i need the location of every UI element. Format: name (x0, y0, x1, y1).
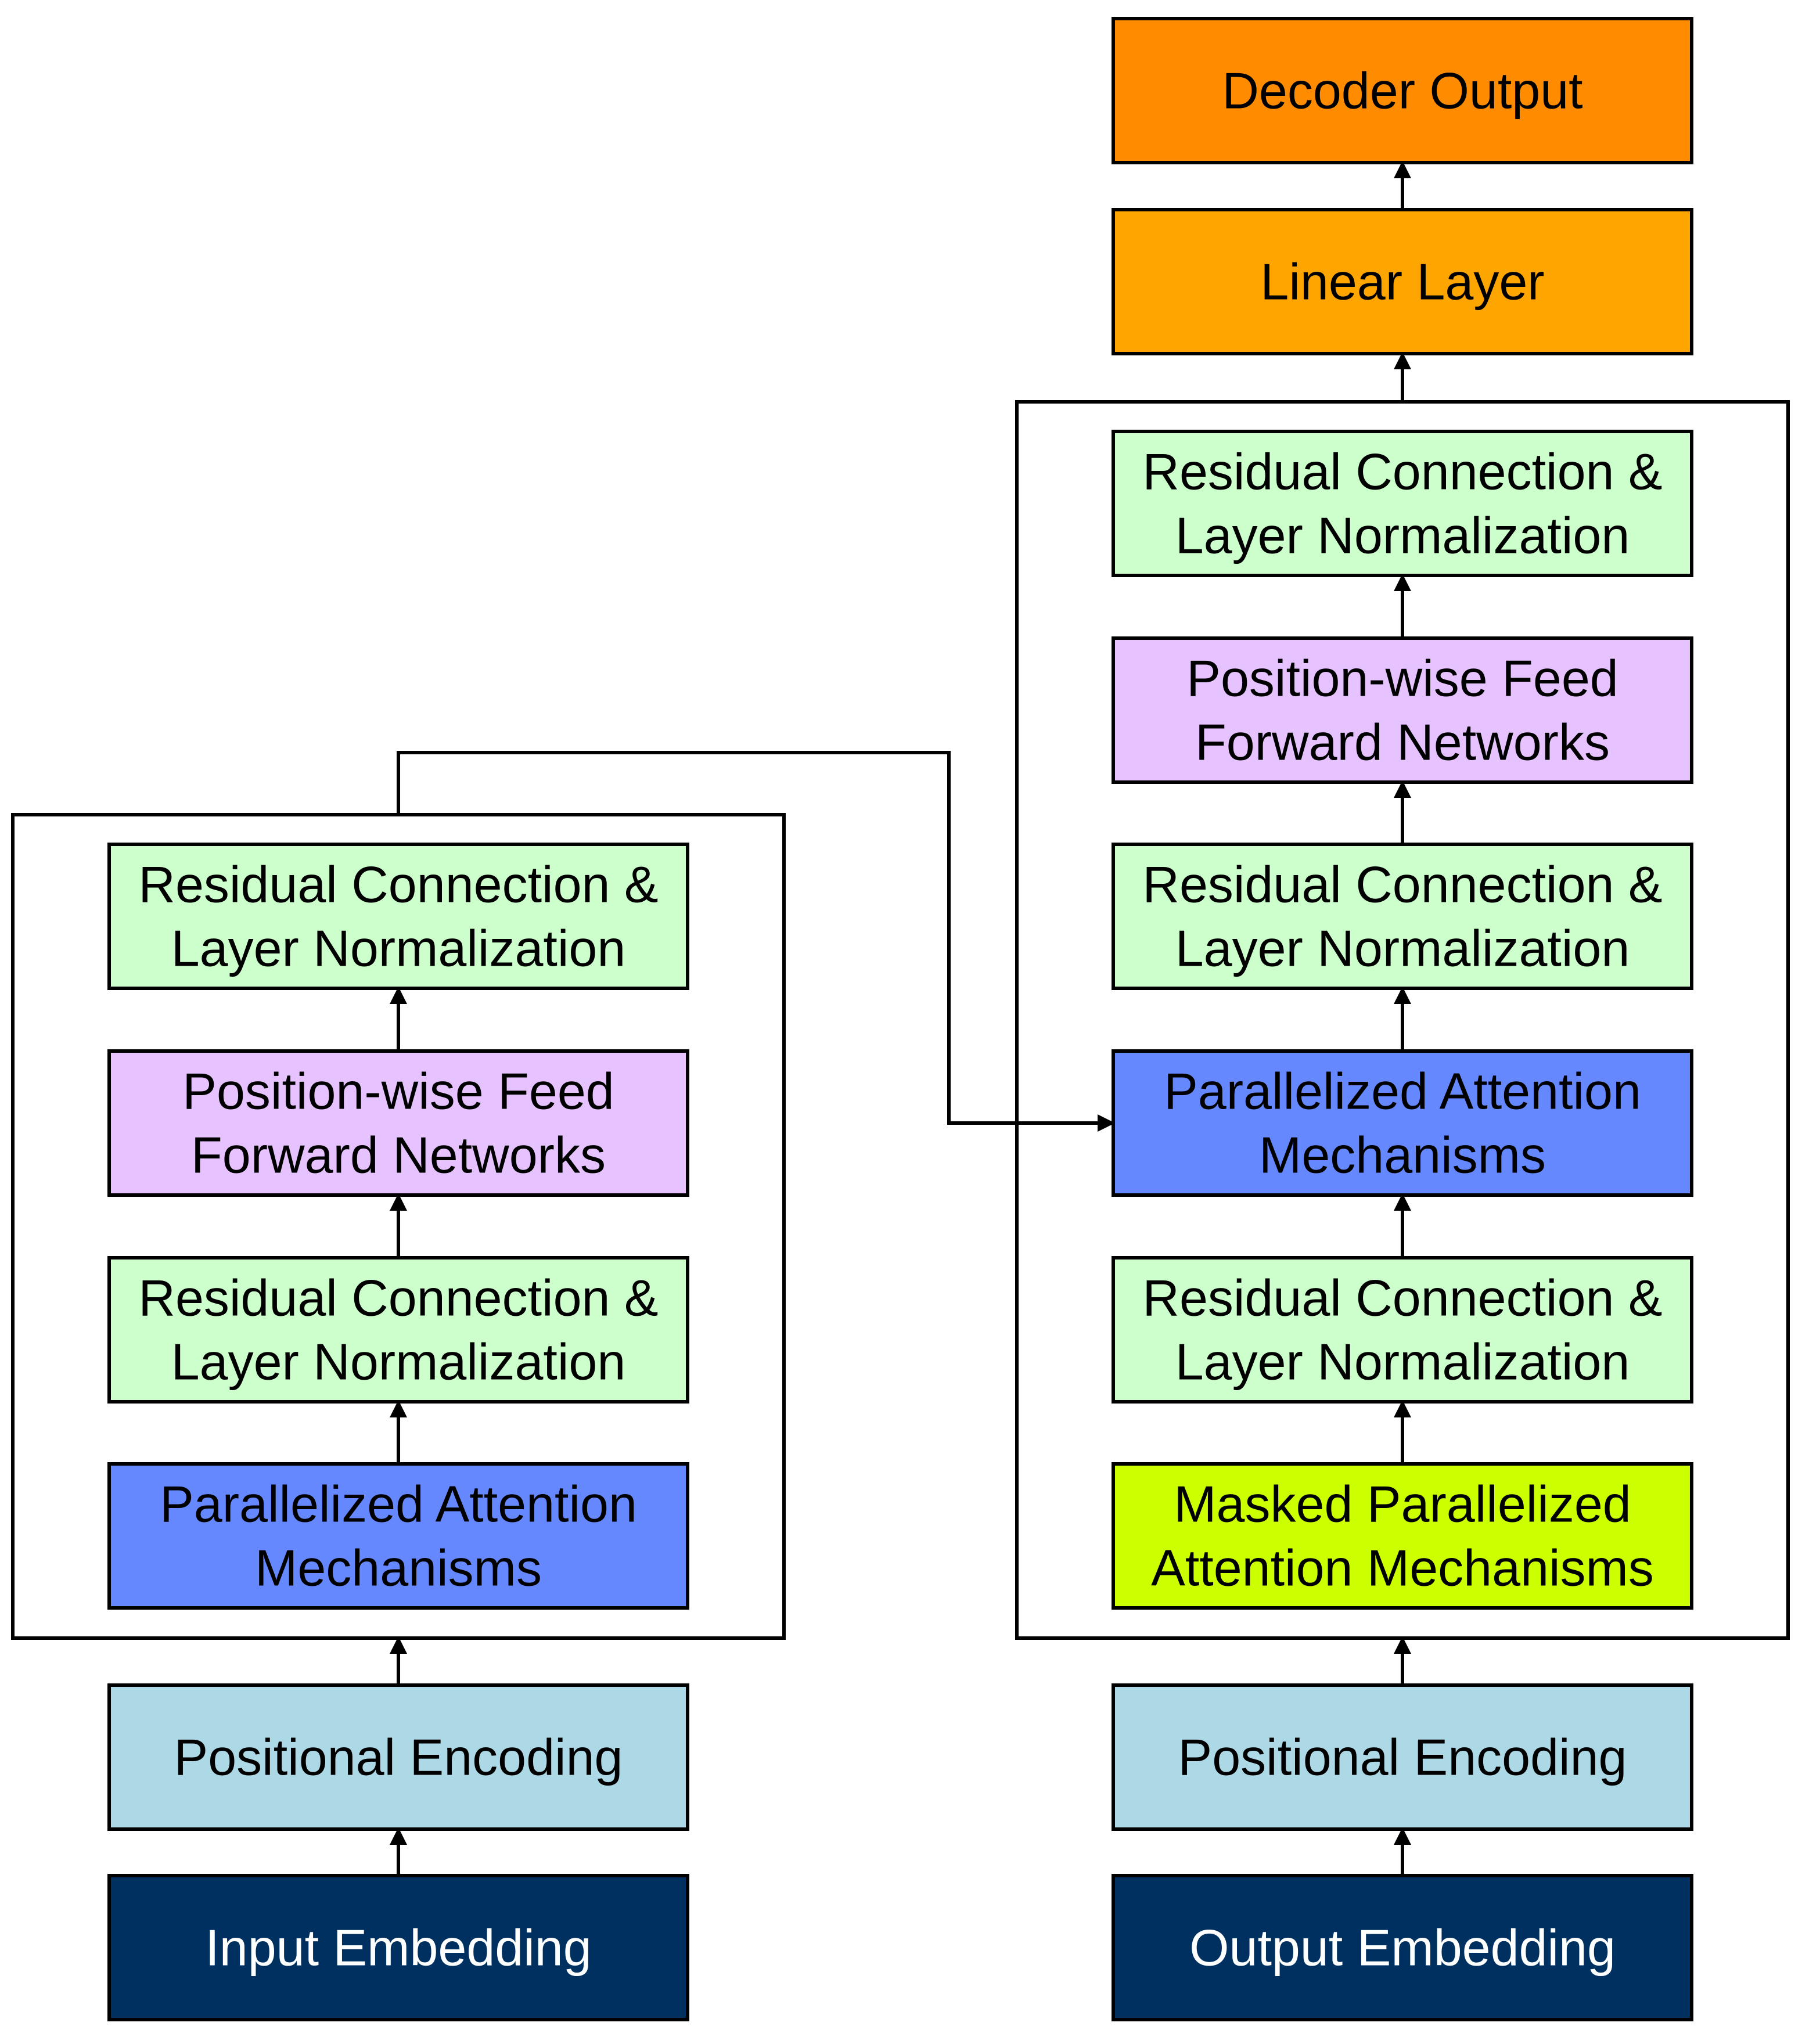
node-enc-residual-2: Residual Connection & Layer Normalization (107, 843, 689, 990)
node-dec-positional-encoding: Positional Encoding (1112, 1683, 1693, 1831)
node-label: Linear Layer (1260, 253, 1544, 311)
node-box (1112, 1683, 1693, 1831)
node-box (1112, 636, 1693, 784)
node-box (1112, 208, 1693, 355)
node-box (107, 843, 689, 990)
node-label: Layer Normalization (171, 1333, 626, 1391)
node-dec-residual-3: Residual Connection & Layer Normalization (1112, 430, 1693, 577)
node-label: Forward Networks (191, 1127, 606, 1184)
edge-encoder-block-to-dec-attention (397, 751, 1115, 1132)
node-label: Positional Encoding (1178, 1729, 1627, 1786)
node-label: Parallelized Attention (160, 1476, 637, 1533)
node-label: Residual Connection & (138, 1269, 658, 1327)
node-label: Decoder Output (1222, 62, 1582, 120)
node-label: Layer Normalization (1175, 507, 1630, 564)
node-label: Attention Mechanisms (1151, 1539, 1654, 1597)
node-label: Residual Connection & (1142, 1269, 1662, 1327)
node-dec-residual-2: Residual Connection & Layer Normalization (1112, 843, 1693, 990)
node-box (1112, 1049, 1693, 1197)
node-box (1112, 1462, 1693, 1610)
node-label: Positional Encoding (174, 1729, 623, 1786)
node-label: Forward Networks (1195, 714, 1610, 771)
node-label: Input Embedding (205, 1919, 591, 1977)
node-box (1112, 430, 1693, 577)
node-label: Mechanisms (255, 1539, 542, 1597)
node-box (1112, 1256, 1693, 1404)
node-enc-residual-1: Residual Connection & Layer Normalization (107, 1256, 689, 1404)
node-dec-residual-1: Residual Connection & Layer Normalization (1112, 1256, 1693, 1404)
node-label: Parallelized Attention (1164, 1063, 1641, 1120)
node-box (1112, 843, 1693, 990)
node-label: Layer Normalization (171, 920, 626, 977)
node-input-embedding: Input Embedding (107, 1874, 689, 2021)
node-label: Position-wise Feed (1186, 650, 1618, 707)
node-label: Output Embedding (1189, 1919, 1616, 1977)
node-label: Layer Normalization (1175, 920, 1630, 977)
node-box (1112, 17, 1693, 164)
node-box (107, 1462, 689, 1610)
node-output-embedding: Output Embedding (1112, 1874, 1693, 2021)
node-enc-positional-encoding: Positional Encoding (107, 1683, 689, 1831)
node-box (107, 1874, 689, 2021)
node-box (107, 1683, 689, 1831)
node-box (107, 1256, 689, 1404)
node-linear-layer: Linear Layer (1112, 208, 1693, 355)
node-box (1112, 1874, 1693, 2021)
node-label: Residual Connection & (138, 856, 658, 913)
node-decoder-output: Decoder Output (1112, 17, 1693, 164)
node-label: Layer Normalization (1175, 1333, 1630, 1391)
node-label: Residual Connection & (1142, 443, 1662, 501)
node-box (107, 1049, 689, 1197)
node-label: Position-wise Feed (182, 1063, 614, 1120)
node-label: Residual Connection & (1142, 856, 1662, 913)
node-label: Masked Parallelized (1174, 1476, 1631, 1533)
node-label: Mechanisms (1259, 1127, 1546, 1184)
